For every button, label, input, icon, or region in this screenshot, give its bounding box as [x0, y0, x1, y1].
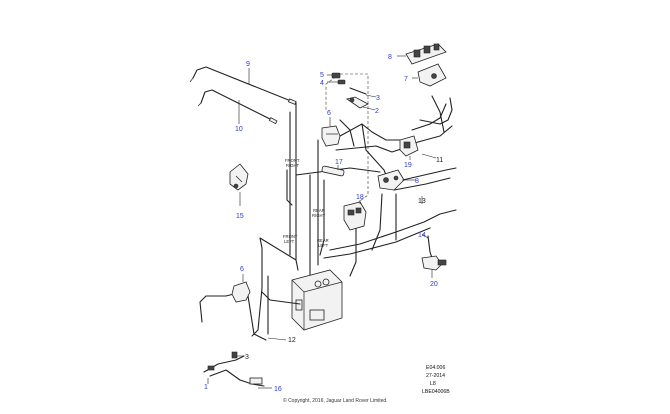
label-rear-left-1: REAR [317, 238, 329, 243]
callout-15: 15 [236, 213, 244, 220]
ref-illustration-id: LBE04006B [422, 389, 450, 395]
label-front-left-1: FRONT [283, 234, 298, 239]
callout-14: 14 [418, 232, 426, 239]
label-rear-right-2: RIGHT [312, 213, 325, 218]
callout-17: 17 [335, 159, 343, 166]
callout-20: 20 [430, 281, 438, 288]
callout-11: 11 [436, 157, 443, 164]
bracket-3-2 [346, 87, 369, 109]
main-pipe-run [286, 102, 319, 281]
front-left-pipe [199, 237, 301, 341]
brake-pipe-10 [197, 89, 278, 125]
callout-18: 18 [356, 194, 364, 201]
label-front-right-2: RIGHT [286, 163, 299, 168]
pipe-clip-17 [321, 165, 345, 177]
callout-12: 12 [288, 337, 296, 344]
ref-code: E04.006 [426, 365, 445, 371]
clip-15 [229, 163, 249, 191]
callout-5: 5 [320, 72, 324, 79]
callout-13: 13 [418, 198, 426, 205]
callout-16: 16 [274, 386, 282, 393]
label-rear-left-2: LEFT [318, 243, 329, 248]
callout-8-top: 8 [388, 54, 392, 61]
callout-3-top: 3 [376, 95, 380, 102]
callout-6-top: 6 [327, 110, 331, 117]
mount-bracket-8 [405, 43, 447, 65]
connector-8-lower [377, 169, 405, 191]
ref-date: 27-2014 [426, 373, 445, 379]
callout-7: 7 [404, 76, 408, 83]
center-pipe-network [295, 95, 457, 277]
junction-block-19 [399, 135, 419, 157]
callout-1: 1 [204, 384, 208, 391]
callout-4: 4 [320, 80, 324, 87]
clip-6-top [321, 125, 341, 147]
callout-9: 9 [246, 61, 250, 68]
valve-18 [343, 201, 367, 231]
brake-pipe-9 [189, 66, 297, 105]
bracket-7 [417, 63, 447, 87]
callout-8-lower: 8 [415, 178, 419, 185]
callout-6-lower: 6 [240, 266, 244, 273]
ref-model: L8 [430, 381, 436, 387]
abs-modulator [291, 269, 343, 331]
lower-fittings [203, 351, 265, 387]
sensor-20 [421, 255, 447, 271]
clip-6-lower [231, 281, 251, 303]
callout-3-lower: 3 [245, 354, 249, 361]
label-rear-right-1: REAR [313, 208, 325, 213]
callout-19: 19 [404, 162, 412, 169]
fitting-5 [331, 72, 346, 85]
label-front-right-1: FRONT [285, 158, 300, 163]
label-front-left-2: LEFT [284, 239, 295, 244]
copyright-text: © Copyright, 2016, Jaguar Land Rover Lim… [283, 397, 388, 404]
callout-2: 2 [375, 108, 379, 115]
callout-10: 10 [235, 126, 243, 133]
